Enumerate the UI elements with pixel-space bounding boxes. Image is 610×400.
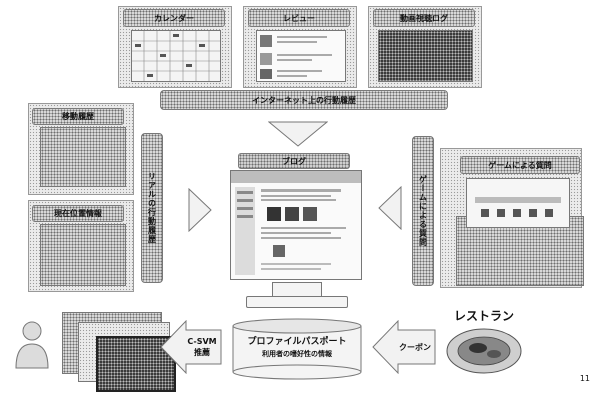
real-behaviour-bar: リアルの行動履歴 [141,133,163,283]
game-question-label: ゲームによる質問 [460,156,580,174]
csvm-arrow-icon [160,320,222,374]
video-log-screenshot [378,30,473,82]
coupon-arrow-icon [372,320,436,374]
blog-screenshot [230,170,362,280]
current-location-map [40,224,126,286]
arrow-right-icon [188,188,212,232]
movement-history-label: 移動履歴 [32,108,124,125]
video-log-label: 動画視聴ログ [373,9,475,27]
movement-history-map [40,127,126,187]
coupon-label: クーポン [399,342,431,352]
game-question-bar: ゲームによる質問 [412,136,434,286]
game-screenshot-front [466,178,570,228]
calendar-label: カレンダー [123,9,225,27]
monitor-base [246,296,348,308]
arrow-left-icon [378,186,402,230]
blog-label: ブログ [238,153,350,169]
profile-passport-cylinder [232,318,362,380]
calendar-screenshot [131,30,221,82]
arrow-down-icon [268,121,328,147]
csvm-label: C-SVM 推薦 [187,337,217,357]
profile-passport-subtitle: 利用者の嗜好性の情報 [262,350,332,358]
restaurant-title: レストラン [453,308,514,323]
profile-passport-title: プロファイルパスポート [247,336,347,347]
review-screenshot [256,30,346,82]
page-number: 11 [579,374,590,383]
internet-history-bar: インターネット上の行動履歴 [160,90,448,110]
restaurant-dish-icon [446,328,522,374]
review-label: レビュー [248,9,350,27]
current-location-label: 現在位置情報 [32,205,124,222]
user-icon [15,321,49,369]
